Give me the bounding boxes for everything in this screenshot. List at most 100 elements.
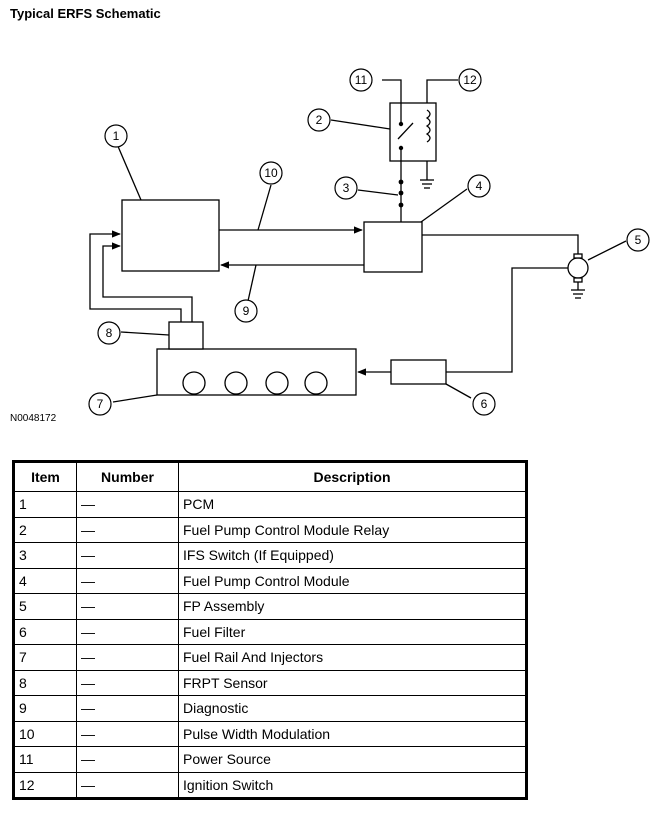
injector-icon [265, 371, 289, 395]
description-cell: FP Assembly [178, 593, 528, 620]
injector-icon [182, 371, 206, 395]
callout-7: 7 [88, 392, 112, 416]
number-cell: — [76, 542, 179, 569]
callout-11: 11 [349, 68, 373, 92]
description-cell: Fuel Pump Control Module Relay [178, 516, 528, 543]
item-cell: 12 [12, 771, 77, 800]
number-cell: — [76, 746, 179, 773]
number-cell: — [76, 720, 179, 747]
description-cell: PCM [178, 491, 528, 518]
table-row: 6—Fuel Filter [12, 618, 528, 645]
fuel-pump-motor-icon [567, 257, 589, 279]
fpcm-box [363, 221, 423, 273]
callout-label: 10 [264, 166, 278, 180]
callout-circle [472, 392, 496, 416]
item-cell: 3 [12, 542, 77, 569]
description-cell: Power Source [178, 746, 528, 773]
header-number: Number [76, 460, 179, 492]
callout-circle [307, 108, 331, 132]
item-cell: 8 [12, 669, 77, 696]
callout-circle [104, 124, 128, 148]
table-row: 5—FP Assembly [12, 593, 528, 620]
callout-circle [234, 299, 258, 323]
callout-label: 1 [113, 129, 120, 143]
description-cell: Fuel Pump Control Module [178, 567, 528, 594]
callout-circle [458, 68, 482, 92]
callout-circle [97, 321, 121, 345]
injector-icon [224, 371, 248, 395]
callout-4: 4 [467, 174, 491, 198]
callout-6: 6 [472, 392, 496, 416]
callout-circle [467, 174, 491, 198]
frpt-sensor-box [168, 321, 204, 350]
callout-circle [626, 228, 650, 252]
callout-1: 1 [104, 124, 128, 148]
table-row: 3—IFS Switch (If Equipped) [12, 542, 528, 569]
item-cell: 11 [12, 746, 77, 773]
number-cell: — [76, 593, 179, 620]
callout-label: 8 [106, 326, 113, 340]
table-row: 1—PCM [12, 491, 528, 518]
header-item: Item [12, 460, 77, 492]
description-cell: IFS Switch (If Equipped) [178, 542, 528, 569]
callout-label: 12 [463, 73, 477, 87]
description-cell: Fuel Filter [178, 618, 528, 645]
table-row: 11—Power Source [12, 746, 528, 773]
table-row: 2—Fuel Pump Control Module Relay [12, 516, 528, 543]
pcm-box [121, 199, 220, 272]
callout-circle [88, 392, 112, 416]
callout-8: 8 [97, 321, 121, 345]
table-header-row: Item Number Description [12, 460, 528, 492]
fuel-filter-box [390, 359, 447, 385]
callout-label: 2 [316, 113, 323, 127]
item-cell: 7 [12, 644, 77, 671]
item-cell: 6 [12, 618, 77, 645]
number-cell: — [76, 516, 179, 543]
page-title: Typical ERFS Schematic [10, 6, 161, 21]
description-cell: Diagnostic [178, 695, 528, 722]
item-cell: 9 [12, 695, 77, 722]
number-cell: — [76, 644, 179, 671]
callout-label: 9 [243, 304, 250, 318]
table-row: 8—FRPT Sensor [12, 669, 528, 696]
description-cell: Ignition Switch [178, 771, 528, 800]
table-row: 7—Fuel Rail And Injectors [12, 644, 528, 671]
description-cell: Fuel Rail And Injectors [178, 644, 528, 671]
callout-label: 3 [343, 181, 350, 195]
callout-circle [334, 176, 358, 200]
number-cell: — [76, 669, 179, 696]
callout-circle [259, 161, 283, 185]
injector-icon [304, 371, 328, 395]
callout-label: 4 [476, 179, 483, 193]
figure-code: N0048172 [10, 413, 57, 424]
relay-box [389, 102, 437, 162]
callout-label: 5 [635, 233, 642, 247]
callout-label: 11 [355, 73, 368, 87]
item-cell: 1 [12, 491, 77, 518]
number-cell: — [76, 567, 179, 594]
callout-9: 9 [234, 299, 258, 323]
number-cell: — [76, 618, 179, 645]
number-cell: — [76, 491, 179, 518]
item-cell: 5 [12, 593, 77, 620]
description-cell: Pulse Width Modulation [178, 720, 528, 747]
callout-2: 2 [307, 108, 331, 132]
callout-label: 6 [481, 397, 488, 411]
item-cell: 4 [12, 567, 77, 594]
callout-label: 7 [97, 397, 104, 411]
table-row: 9—Diagnostic [12, 695, 528, 722]
callout-12: 12 [458, 68, 482, 92]
description-cell: FRPT Sensor [178, 669, 528, 696]
table-row: 4—Fuel Pump Control Module [12, 567, 528, 594]
table-row: 10—Pulse Width Modulation [12, 720, 528, 747]
number-cell: — [76, 695, 179, 722]
number-cell: — [76, 771, 179, 800]
item-cell: 2 [12, 516, 77, 543]
callout-5: 5 [626, 228, 650, 252]
callout-3: 3 [334, 176, 358, 200]
callout-10: 10 [259, 161, 283, 185]
